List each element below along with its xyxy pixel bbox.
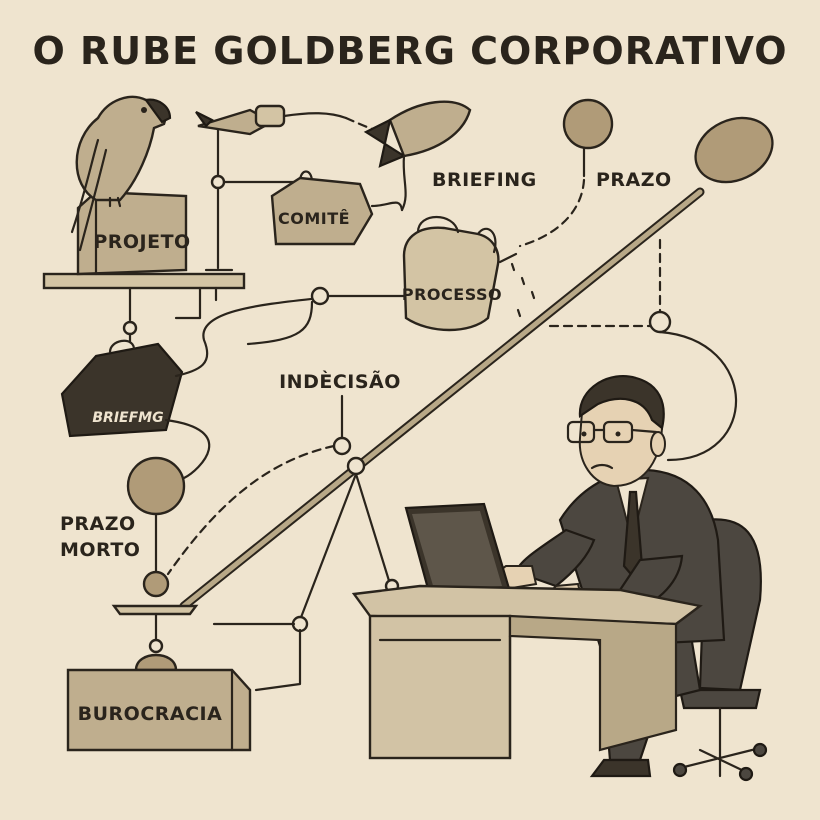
briefcase-icon: BRIEFMG — [60, 286, 406, 480]
page-title: O RUBE GOLDBERG CORPORATIVO — [32, 29, 787, 73]
prazo-morto-label-1: PRAZO — [60, 513, 136, 535]
projeto-label: PROJETO — [93, 231, 190, 253]
indecisao-label: INDÈCISÃO — [279, 369, 401, 393]
projeto-box: PROJETO — [76, 190, 190, 276]
burocracia-label: BUROCRACIA — [78, 703, 223, 725]
prazo-top-label: PRAZO — [596, 169, 672, 191]
desk — [351, 584, 703, 760]
pulley — [548, 238, 738, 462]
stand — [204, 128, 302, 272]
prazo-morto-ball — [111, 456, 199, 672]
parrot-icon — [70, 95, 172, 252]
prazo-ball — [518, 98, 614, 248]
rocket-icon — [195, 104, 386, 136]
big-rocket-icon — [363, 100, 472, 212]
burocracia-block: BUROCRACIA — [66, 668, 252, 752]
prazo-morto-label-2: MORTO — [60, 539, 140, 561]
shelf — [42, 272, 246, 320]
watering-can-icon: PROCESSO — [402, 216, 536, 332]
processo-label: PROCESSO — [402, 285, 502, 304]
comite-label: COMITÊ — [278, 209, 350, 228]
chain — [122, 286, 138, 344]
lever-weight — [694, 116, 774, 184]
main-lever — [179, 116, 774, 611]
comite-tag: COMITÊ — [270, 170, 404, 246]
briefing-bag-label: BRIEFMG — [92, 410, 163, 426]
indecisao-pivot: INDÈCISÃO — [166, 369, 401, 692]
briefing-top-label: BRIEFING — [432, 169, 537, 191]
